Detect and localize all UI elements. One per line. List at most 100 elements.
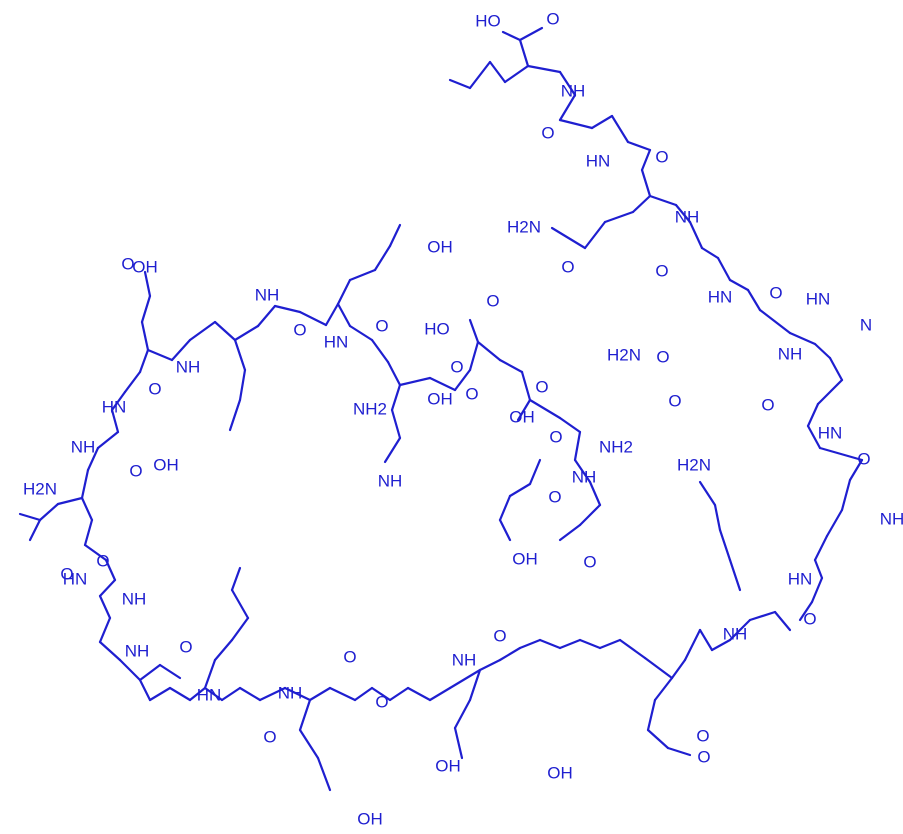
bond-52 — [666, 746, 692, 757]
bond-65 — [448, 668, 482, 690]
bond-109 — [256, 304, 277, 328]
atom-label-27: NH — [176, 357, 201, 376]
bond-124 — [398, 376, 432, 387]
bond-114 — [348, 268, 377, 282]
bond-74 — [298, 728, 320, 760]
atom-label-44: H2N — [23, 479, 57, 498]
bond-139 — [558, 523, 582, 542]
bond-98 — [110, 390, 127, 412]
bond-100 — [138, 348, 150, 374]
bond-29 — [813, 342, 832, 360]
bond-107 — [213, 320, 237, 342]
bond-79 — [220, 686, 242, 702]
bond-4 — [488, 60, 507, 84]
atom-label-65: NH — [452, 650, 477, 669]
bond-31 — [816, 378, 844, 406]
bond-129 — [476, 340, 502, 362]
bond-83 — [148, 686, 172, 702]
bond-121 — [390, 383, 402, 412]
bond-69 — [370, 686, 392, 702]
bond-9 — [558, 93, 577, 122]
bond-35 — [848, 458, 864, 482]
bond-68 — [388, 686, 410, 702]
atom-label-19: O — [486, 291, 499, 310]
bond-115 — [373, 244, 392, 272]
bond-6 — [448, 78, 472, 90]
atom-label-15: OH — [132, 257, 158, 276]
atom-label-13: N — [860, 315, 872, 334]
bond-11 — [590, 114, 614, 130]
bond-128 — [468, 318, 480, 344]
bond-92 — [83, 518, 94, 547]
bond-102 — [140, 294, 152, 324]
bond-91 — [83, 543, 108, 562]
bond-117 — [336, 302, 352, 328]
bond-99 — [123, 370, 142, 394]
bond-66 — [428, 686, 452, 702]
atom-label-1: O — [546, 9, 559, 28]
bond-5 — [468, 60, 492, 90]
atom-label-17: OH — [427, 237, 453, 256]
bond-108 — [233, 324, 260, 342]
bond-116 — [388, 223, 402, 248]
atom-label-55: HN — [788, 569, 813, 588]
atom-label-67: O — [493, 626, 506, 645]
atom-label-8: NH — [675, 207, 700, 226]
bond-86 — [98, 640, 122, 662]
bond-34 — [818, 446, 864, 462]
atom-label-32: HN — [102, 397, 127, 416]
atom-label-34: OH — [427, 389, 453, 408]
bond-67 — [406, 686, 432, 702]
atom-label-45: NH — [572, 467, 597, 486]
bond-26 — [746, 288, 762, 312]
atom-label-11: O — [769, 283, 782, 302]
atom-label-36: O — [535, 377, 548, 396]
bond-101 — [140, 320, 150, 352]
atom-label-57: O — [803, 609, 816, 628]
bond-49 — [653, 676, 674, 702]
atom-label-41: NH — [71, 437, 96, 456]
bond-104 — [146, 348, 174, 362]
bond-45 — [710, 638, 732, 652]
bond-106 — [188, 320, 217, 342]
bond-112 — [324, 302, 340, 327]
bond-56 — [578, 638, 602, 650]
atom-label-37: H2N — [677, 455, 711, 474]
bond-44 — [728, 618, 752, 642]
bond-23 — [700, 246, 720, 260]
bond-47 — [683, 628, 702, 662]
bond-38 — [813, 534, 829, 562]
bond-58 — [538, 638, 562, 650]
bond-96 — [96, 430, 120, 450]
atom-label-53: O — [583, 552, 596, 571]
bond-154 — [213, 638, 234, 662]
bond-10 — [558, 118, 594, 130]
bond-17 — [603, 210, 635, 224]
bond-21 — [674, 203, 692, 224]
atom-label-0: HO — [475, 11, 501, 30]
bond-143 — [498, 518, 512, 542]
bond-16 — [631, 194, 652, 214]
bond-51 — [646, 728, 670, 750]
bond-146 — [228, 398, 242, 432]
bond-61 — [478, 658, 502, 672]
bond-85 — [118, 658, 142, 682]
bond-30 — [828, 356, 844, 382]
bond-63 — [453, 698, 472, 730]
bond-110 — [273, 304, 302, 314]
bond-42 — [773, 610, 792, 632]
atom-label-46: NH — [880, 509, 903, 528]
bond-39 — [813, 558, 824, 580]
bond-120 — [386, 360, 402, 387]
atom-label-40: O — [857, 449, 870, 468]
bond-3 — [503, 64, 530, 84]
bond-76 — [283, 686, 312, 702]
atom-label-26: O — [293, 320, 306, 339]
atom-label-39: HN — [818, 423, 843, 442]
bond-28 — [788, 331, 817, 346]
atom-label-4: HN — [586, 151, 611, 170]
atom-label-56: O — [60, 564, 73, 583]
bond-77 — [258, 686, 287, 702]
bond-88 — [98, 594, 112, 620]
bond-119 — [370, 338, 390, 364]
